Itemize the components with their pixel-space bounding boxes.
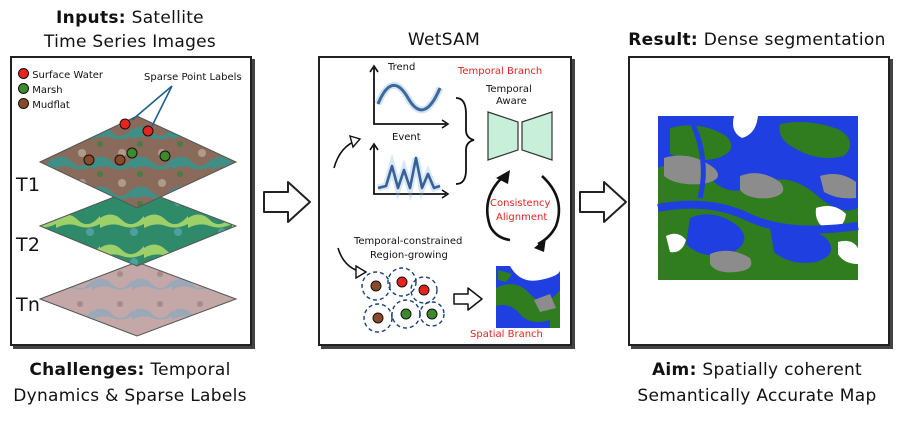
spatial-map-thumbnail bbox=[496, 266, 560, 328]
layer-tn bbox=[38, 261, 238, 337]
temporal-aware-label-2: Aware bbox=[496, 96, 527, 107]
time-label-t2: T2 bbox=[16, 234, 41, 256]
consistency-label-1: Consistency bbox=[490, 198, 551, 209]
brace bbox=[455, 97, 475, 185]
flow-arrow-icon bbox=[579, 181, 627, 223]
event-label: Event bbox=[392, 132, 421, 143]
encoder-icon bbox=[487, 111, 519, 161]
inputs-subtitle: Time Series Images bbox=[43, 32, 217, 52]
challenges-subtitle: Dynamics & Sparse Labels bbox=[13, 386, 247, 406]
sparse-point-labels: Sparse Point Labels bbox=[144, 72, 242, 83]
legend-label: Marsh bbox=[32, 85, 63, 96]
consistency-label-2: Alignment bbox=[496, 212, 548, 223]
spatial-branch-label: Spatial Branch bbox=[470, 329, 543, 340]
challenges-rest: Temporal bbox=[150, 360, 231, 380]
consistency-loop-left bbox=[485, 173, 511, 242]
legend-marsh: Marsh bbox=[18, 83, 63, 96]
point-marsh-1 bbox=[126, 147, 138, 159]
point-water-1 bbox=[119, 118, 131, 130]
legend-mudflat: Mudflat bbox=[18, 98, 70, 111]
legend-dot-icon bbox=[18, 83, 29, 94]
challenges-title: Challenges: Temporal bbox=[10, 358, 250, 382]
region-growing-label-1: Temporal-constrained bbox=[354, 236, 463, 247]
wetsam-title: WetSAM bbox=[407, 30, 481, 50]
result-title: Result: Dense segmentation bbox=[626, 28, 888, 52]
region-growing-label-2: Region-growing bbox=[370, 250, 448, 261]
legend-dot-icon bbox=[18, 68, 29, 79]
time-label-t1: T1 bbox=[16, 174, 41, 196]
aim-title: Aim: Spatially coherent bbox=[626, 358, 888, 382]
decoder-icon bbox=[521, 111, 553, 161]
legend-surface-water: Surface Water bbox=[18, 68, 103, 81]
dense-segmentation-map bbox=[657, 116, 859, 280]
inputs-title-rest: Satellite bbox=[131, 8, 204, 28]
event-axes bbox=[373, 146, 446, 195]
temporal-branch-label: Temporal Branch bbox=[458, 66, 543, 77]
aim-bold: Aim: bbox=[651, 360, 697, 380]
point-mudflat-2 bbox=[114, 154, 126, 166]
challenges-bold: Challenges: bbox=[29, 360, 145, 380]
time-label-tn: Tn bbox=[16, 294, 41, 316]
legend-label: Mudflat bbox=[32, 100, 70, 111]
result-panel bbox=[628, 56, 890, 346]
trend-curve bbox=[376, 84, 442, 112]
result-bold: Result: bbox=[628, 30, 698, 50]
legend-label: Surface Water bbox=[32, 70, 104, 81]
event-curve bbox=[377, 156, 441, 190]
wetsam-panel: Trend Event Temporal Branch Temporal Awa… bbox=[318, 56, 572, 346]
temporal-aware-label-1: Temporal bbox=[486, 84, 532, 95]
trend-axes bbox=[373, 68, 446, 125]
result-rest: Dense segmentation bbox=[703, 30, 886, 50]
satellite-stack-figure bbox=[38, 85, 238, 337]
aim-rest: Spatially coherent bbox=[702, 360, 863, 380]
layer-t2 bbox=[38, 187, 238, 267]
sparse-label-pointer bbox=[131, 85, 173, 127]
consistency-loop-right bbox=[537, 175, 561, 246]
layer-t1 bbox=[38, 115, 238, 209]
flow-arrow-icon bbox=[263, 181, 311, 223]
point-water-2 bbox=[142, 125, 154, 137]
legend-dot-icon bbox=[18, 98, 29, 109]
point-mudflat-1 bbox=[83, 154, 95, 166]
trend-label: Trend bbox=[388, 62, 416, 73]
to-map-arrow-icon bbox=[453, 287, 483, 311]
inputs-panel: Surface Water Marsh Mudflat Sparse Point… bbox=[10, 56, 252, 346]
aim-subtitle: Semantically Accurate Map bbox=[637, 386, 877, 406]
region-growing-points bbox=[361, 267, 445, 333]
point-marsh-2 bbox=[159, 150, 171, 162]
inputs-title: Inputs: Satellite bbox=[10, 6, 250, 30]
inputs-title-bold: Inputs: bbox=[56, 8, 126, 28]
wetsam-figure bbox=[333, 64, 561, 333]
